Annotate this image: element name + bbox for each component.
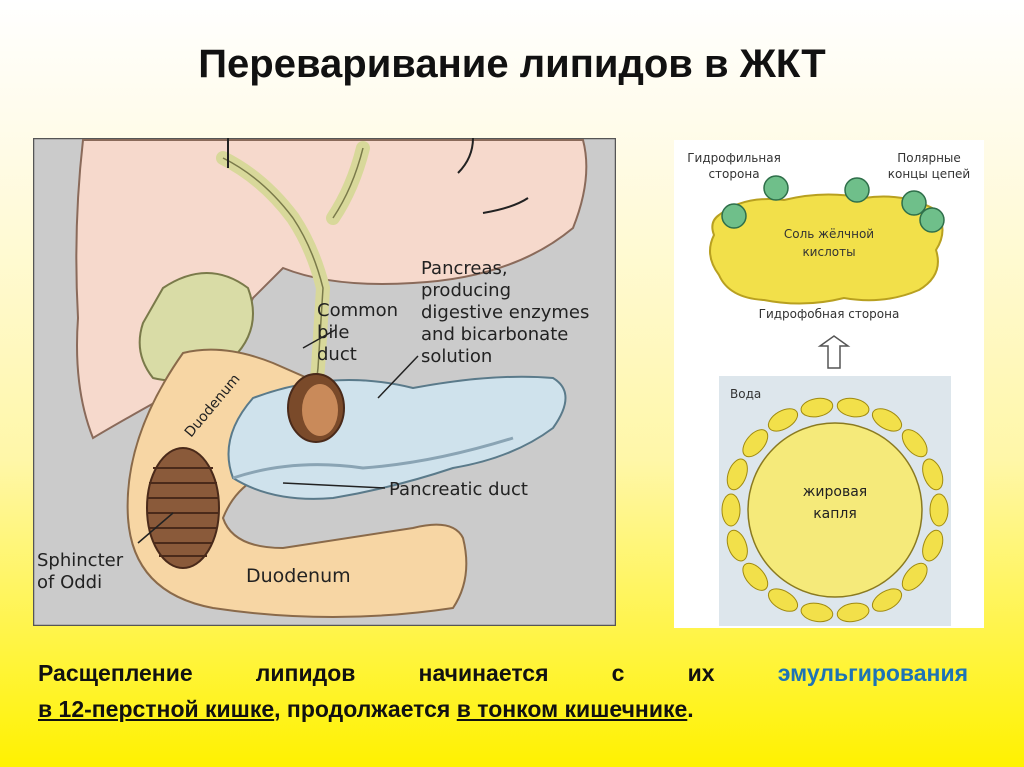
bile-duct-label: Common bile duct [317,300,398,365]
pancreas-label-line: Pancreas, [421,258,508,279]
bile-salt-molecule [871,588,903,612]
sphincter-label-line: of Oddi [37,572,102,593]
duodenum-lower-label: Duodenum [246,565,351,587]
duodenum-opening-inner [302,384,338,436]
bile-salt-molecule [742,562,769,591]
caption-line-1: Расщепление липидов начинается с их эмул… [38,655,968,691]
bile-duct-label-line: bile [317,322,350,343]
polar-head-icon [721,203,747,229]
caption-highlight: эмульгирования [777,660,969,686]
pancreas-label-line: digestive enzymes [421,302,589,323]
polar-ends-label: Полярные концы цепей [888,151,970,181]
bile-salt-molecule [922,529,944,562]
up-arrow-icon [817,335,851,369]
caption: Расщепление липидов начинается с их эмул… [38,655,968,727]
pancreatic-duct-label: Pancreatic duct [389,479,528,500]
bile-salt-molecule [767,408,799,432]
hydrophilic-label-line: сторона [708,167,759,181]
pancreas-label-line: solution [421,346,492,367]
caption-text: , продолжается [274,696,451,722]
bile-salt-molecule [929,493,949,527]
bile-salt-label-line: Соль жёлчной [784,227,874,241]
polar-ends-label-line: Полярные [897,151,961,165]
polar-ends-label-line: концы цепей [888,167,970,181]
anatomy-diagram: Pancreas, producing digestive enzymes an… [32,137,617,627]
bile-salt-molecule [901,429,928,458]
bile-salt-molecule [922,458,944,491]
sphincter-label-line: Sphincter [37,550,124,571]
leader-bile-duct [302,329,336,349]
bile-salt-molecule [836,397,870,418]
bile-salt-molecule [726,458,748,491]
hydrophilic-label: Гидрофильная сторона [687,151,781,181]
micelle-diagram: Гидрофильная сторона Полярные концы цепе… [674,140,984,628]
bile-salt-molecule [800,602,834,623]
page-title: Переваривание липидов в ЖКТ [198,42,826,86]
bile-salt-label: Соль жёлчной кислоты [784,227,874,259]
water-label: Вода [730,387,761,401]
caption-underline: в тонком кишечнике [456,696,688,722]
fat-droplet-shape [747,422,923,598]
pancreatic-duct-shape [232,436,514,480]
arrow-bile-3 [482,197,529,214]
sphincter-shape [146,447,220,569]
bile-salt-shape [709,193,944,305]
caption-text: . [687,696,694,722]
emulsion-ring [721,397,949,623]
micelle-panel: Гидрофильная сторона Полярные концы цепе… [674,140,984,628]
fat-droplet-label-line: капля [813,506,857,522]
polar-head-icon [763,175,789,201]
polar-head-icon [919,207,945,233]
bile-salt-molecule [871,408,903,432]
polar-head-icon [901,190,927,216]
polar-head-icon [844,177,870,203]
caption-underline: в 12-перстной кишке [38,696,275,722]
fat-droplet-label: жировая капля [803,484,867,522]
fat-droplet-label-line: жировая [803,484,867,500]
bile-duct-label-line: Common [317,300,398,321]
leader-sphincter [137,512,174,544]
caption-line-2: в 12-перстной кишке, продолжается в тонк… [38,691,968,727]
bile-salt-molecule [901,562,928,591]
hydrophilic-label-line: Гидрофильная [687,151,781,165]
bile-salt-molecule [721,493,741,527]
bile-salt-molecule [742,429,769,458]
bile-salt-molecule [836,602,870,623]
bile-salt-molecule [767,588,799,612]
caption-text: Расщепление липидов начинается с их [38,660,715,686]
bile-salt-molecule [726,529,748,562]
polar-heads [721,175,945,233]
bile-duct-label-line: duct [317,344,357,365]
hydrophobic-label: Гидрофобная сторона [759,307,900,321]
arrow-bile-2 [457,137,474,174]
pancreas-label: Pancreas, producing digestive enzymes an… [421,258,589,367]
leader-pancreas [377,355,419,399]
bile-salt-molecule [800,397,834,418]
leader-pancreatic-duct [282,482,386,489]
sphincter-label: Sphincter of Oddi [37,550,124,593]
pancreas-label-line: producing [421,280,511,301]
pancreas-label-line: and bicarbonate [421,324,568,345]
anatomy-panel: Pancreas, producing digestive enzymes an… [32,137,617,627]
bile-salt-label-line: кислоты [802,245,855,259]
